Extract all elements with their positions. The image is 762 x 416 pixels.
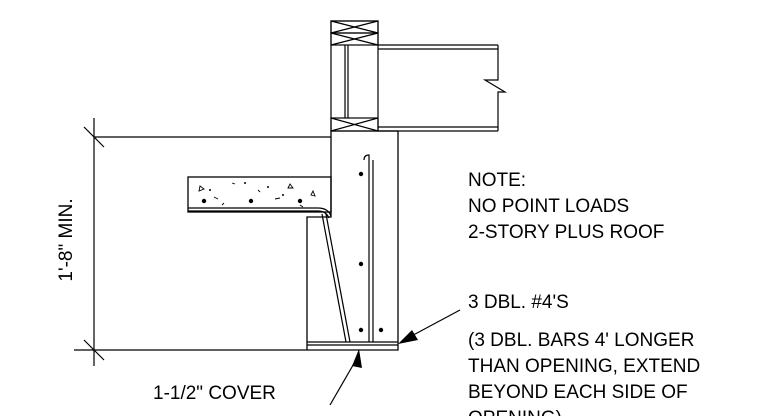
rebar-line-1: (3 DBL. BARS 4' LONGER xyxy=(468,330,694,351)
note-line-1: NO POINT LOADS xyxy=(468,196,629,217)
note-title: NOTE: xyxy=(468,170,526,191)
rebar-line-0: 3 DBL. #4'S xyxy=(468,292,569,313)
dimension-label: 1'-8" MIN. xyxy=(56,198,77,281)
note-line-2: 2-STORY PLUS ROOF xyxy=(468,222,664,243)
rebar-line-2: THAN OPENING, EXTEND xyxy=(468,356,700,377)
rebar-line-3: BEYOND EACH SIDE OF xyxy=(468,382,688,403)
dimension-line xyxy=(74,118,307,366)
note-block: NOTE: NO POINT LOADS 2-STORY PLUS ROOF xyxy=(468,170,664,243)
footing-reinforcement xyxy=(307,154,398,346)
floor-joist xyxy=(378,44,508,132)
concrete-footing xyxy=(94,130,399,351)
cover-label: 1-1/2" COVER xyxy=(153,383,276,404)
rebar-callout: 3 DBL. #4'S (3 DBL. BARS 4' LONGER THAN … xyxy=(398,292,700,416)
concrete-slab xyxy=(187,176,332,219)
rebar-arrowhead xyxy=(398,330,418,344)
cover-leader xyxy=(329,359,357,406)
cover-callout: 1-1/2" COVER xyxy=(153,349,362,406)
cover-arrowhead xyxy=(352,349,362,368)
rebar-line-4: OPENING) xyxy=(468,408,562,416)
rebar-dots xyxy=(358,171,384,333)
stud-wall xyxy=(330,20,379,132)
